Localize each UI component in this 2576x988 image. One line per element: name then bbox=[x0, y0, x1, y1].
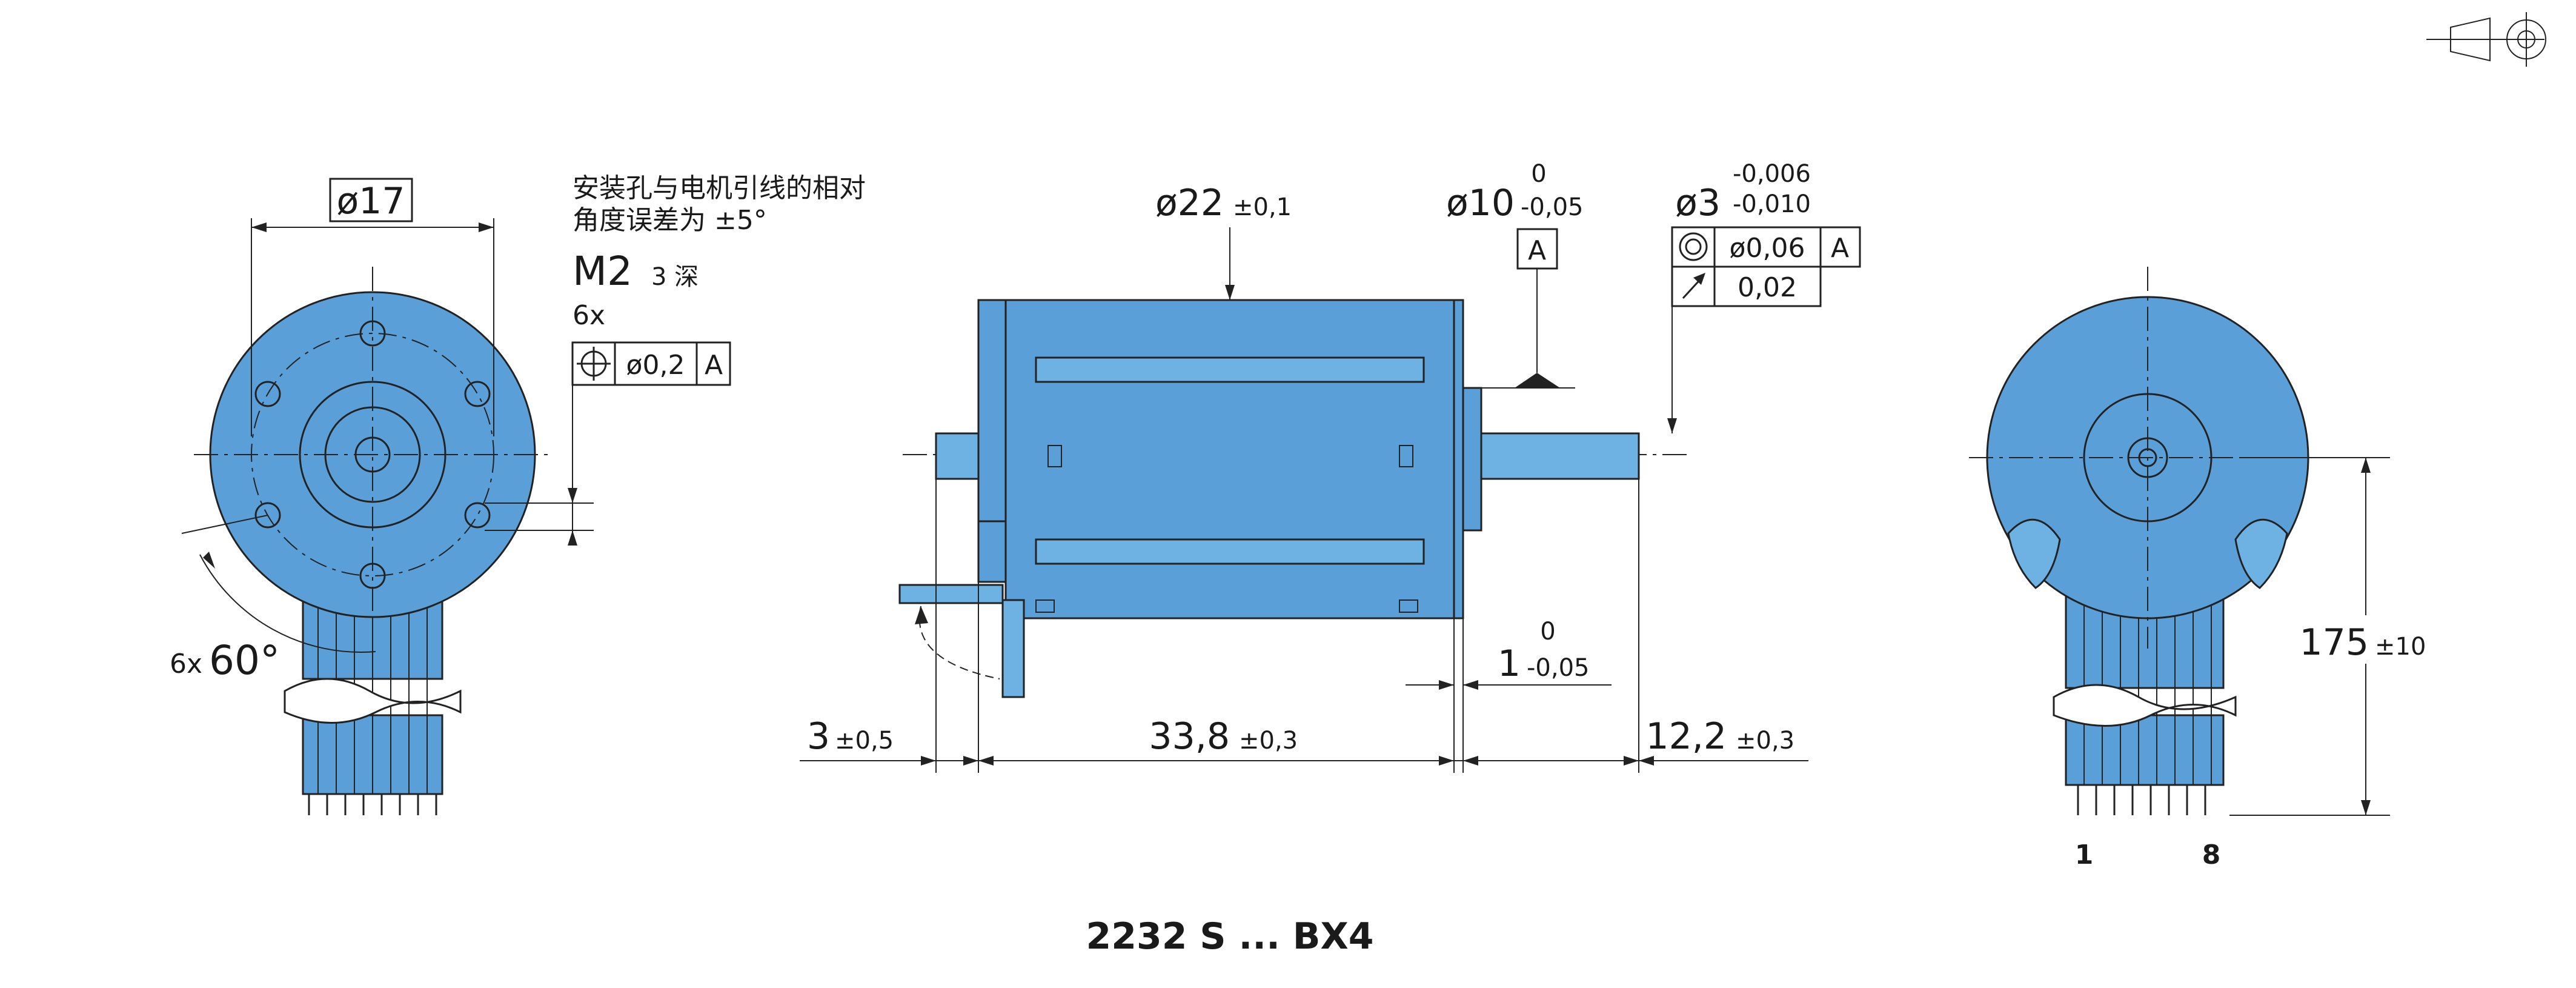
dim1-tol-lower: -0,05 bbox=[1527, 654, 1590, 682]
concentricity-datum: A bbox=[1831, 233, 1849, 264]
dia17-label: ø17 bbox=[336, 180, 405, 222]
concentricity-value: ø0,06 bbox=[1730, 233, 1805, 264]
rear-view: 175 ±10 1 8 bbox=[1969, 267, 2426, 870]
dim3-tol: ±0,5 bbox=[835, 727, 894, 755]
dim1-label: 1 bbox=[1498, 643, 1521, 685]
lead-length-tol: ±10 bbox=[2375, 633, 2426, 661]
side-view: ø22 ±0,1 ø10 0 -0,05 A ø3 -0,006 -0,010 … bbox=[800, 160, 1861, 773]
pin-last-label: 8 bbox=[2202, 839, 2221, 870]
runout-value: 0,02 bbox=[1738, 272, 1797, 303]
dim12-label: 12,2 bbox=[1645, 715, 1727, 758]
dim12-tol: ±0,3 bbox=[1736, 727, 1794, 755]
front-view: ø17 安装孔与电机引线的相对 角度误差为 ±5° M2 3 深 6x ø0,2… bbox=[170, 173, 866, 815]
position-tol-datum: A bbox=[705, 350, 723, 381]
angle-count-label: 6x bbox=[170, 649, 202, 679]
position-tol-value: ø0,2 bbox=[626, 350, 685, 381]
runout-frame bbox=[1671, 265, 1822, 307]
dia3-tol-lower: -0,010 bbox=[1733, 190, 1811, 218]
front-leads bbox=[284, 581, 462, 815]
position-icon bbox=[577, 347, 611, 381]
dia10-tol-upper: 0 bbox=[1531, 160, 1546, 188]
dia22-label: ø22 bbox=[1155, 182, 1224, 224]
dim1-tol-upper: 0 bbox=[1540, 618, 1555, 646]
angle-note-line1: 安装孔与电机引线的相对 bbox=[573, 173, 866, 204]
concentricity-icon bbox=[1679, 232, 1708, 261]
dia3-tol-upper: -0,006 bbox=[1733, 160, 1811, 188]
thread-depth-label: 3 深 bbox=[651, 263, 699, 291]
dia10-label: ø10 bbox=[1446, 182, 1515, 224]
motor-housing bbox=[1004, 299, 1455, 619]
lead-length-label: 175 bbox=[2299, 621, 2369, 664]
pin-first-label: 1 bbox=[2075, 839, 2094, 870]
dia22-tol: ±0,1 bbox=[1233, 193, 1292, 221]
dim33-label: 33,8 bbox=[1149, 715, 1230, 758]
dim33-tol: ±0,3 bbox=[1239, 727, 1298, 755]
dia3-label: ø3 bbox=[1675, 182, 1721, 224]
datum-a-box bbox=[1516, 228, 1558, 270]
angle-value-label: 60° bbox=[209, 637, 280, 684]
angle-note-line2: 角度误差为 ±5° bbox=[573, 205, 767, 236]
mounting-holes bbox=[254, 320, 491, 589]
drawing-title: 2232 S ... BX4 bbox=[1086, 915, 1374, 958]
runout-icon bbox=[1682, 273, 1705, 299]
output-shaft bbox=[1480, 432, 1640, 480]
third-angle-projection-icon bbox=[2426, 12, 2546, 67]
thread-count-label: 6x bbox=[573, 300, 605, 331]
dia10-tol-lower: -0,05 bbox=[1521, 193, 1584, 221]
dim3-label: 3 bbox=[807, 715, 830, 758]
thread-label: M2 bbox=[573, 248, 632, 295]
datum-a-label: A bbox=[1528, 235, 1546, 266]
